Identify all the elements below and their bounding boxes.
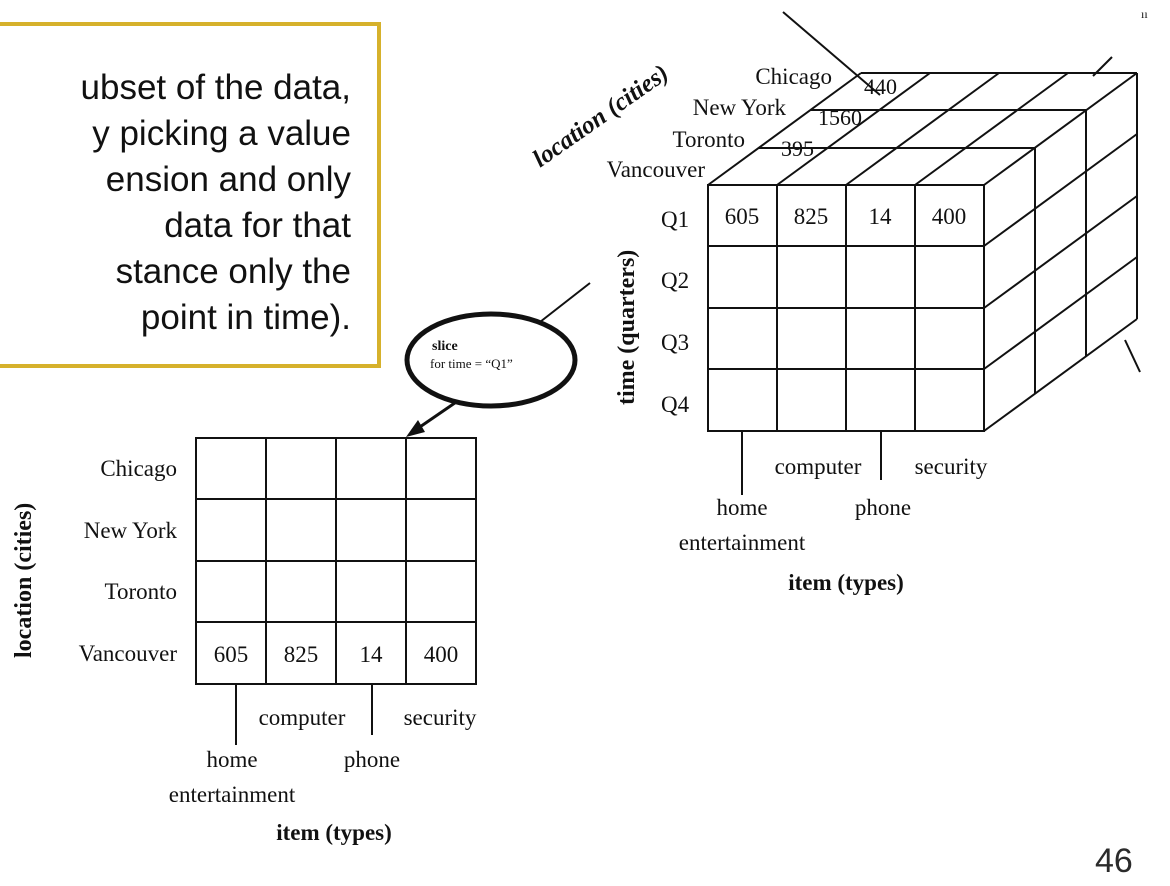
page-number: 46: [1095, 842, 1133, 880]
cube-item-entertainment: entertainment: [679, 530, 806, 555]
slice-table-grid: [195, 437, 477, 685]
slice-item-computer: computer: [259, 705, 346, 730]
slice-item-entertainment: entertainment: [169, 782, 296, 807]
slice-row-newyork: New York: [84, 518, 178, 543]
slice-location-axis-label: location (cities): [11, 503, 37, 658]
slice-bubble-condition: for time = “Q1”: [430, 356, 513, 371]
callout-line-5: stance only the: [115, 252, 351, 291]
explanation-callout: ubset of the data, y picking a value ens…: [0, 22, 381, 368]
callout-line-1: ubset of the data,: [80, 68, 351, 107]
cube-quarter-q2: Q2: [661, 268, 689, 293]
cube-item-security: security: [915, 454, 988, 479]
slice-cell-vancouver-phone: 14: [360, 642, 384, 667]
cube-right-face: [983, 73, 1138, 432]
cube-cell-q1-security: 400: [932, 204, 967, 229]
cube-location-newyork: New York: [693, 95, 787, 120]
cube-cell-q1-phone: 14: [869, 204, 893, 229]
corner-mark: ıı: [1141, 7, 1148, 21]
slice-bubble-title: slice: [432, 339, 458, 354]
callout-line-3: ension and only: [105, 160, 351, 199]
cube-quarter-q4: Q4: [661, 392, 690, 417]
cube-item-home: home: [716, 495, 767, 520]
cube-value-toronto: 395: [781, 136, 814, 161]
cube-quarter-q1: Q1: [661, 207, 689, 232]
cube-value-chicago: 440: [864, 74, 897, 99]
slice-cell-vancouver-home: 605: [214, 642, 249, 667]
cube-location-vancouver: Vancouver: [607, 157, 706, 182]
cube-quarter-q3: Q3: [661, 330, 689, 355]
callout-line-4: data for that: [164, 206, 351, 245]
callout-line-2: y picking a value: [92, 114, 351, 153]
leader-line-right: [1124, 339, 1141, 373]
cube-item-axis-label: item (types): [788, 570, 904, 595]
slice-bubble: [404, 311, 578, 409]
slice-item-home: home: [206, 747, 257, 772]
slice-item-axis-label: item (types): [276, 820, 392, 845]
cube-location-toronto: Toronto: [673, 127, 746, 152]
cube-cell-q1-computer: 825: [794, 204, 829, 229]
callout-line-6: point in time).: [140, 298, 351, 337]
slice-row-vancouver: Vancouver: [79, 641, 178, 666]
slice-cell-vancouver-security: 400: [424, 642, 459, 667]
cube-location-chicago: Chicago: [755, 64, 832, 89]
slice-row-toronto: Toronto: [105, 579, 178, 604]
cube-item-phone: phone: [855, 495, 911, 520]
cube-time-axis-label: time (quarters): [614, 250, 640, 405]
leader-line-top: [782, 11, 881, 96]
slice-row-chicago: Chicago: [100, 456, 177, 481]
cube-value-newyork: 1560: [818, 105, 862, 130]
slice-cell-vancouver-computer: 825: [284, 642, 319, 667]
cube-item-computer: computer: [775, 454, 862, 479]
cube-location-axis-label: location (cities): [528, 60, 674, 173]
cube-location-axis: location (cities): [528, 60, 674, 173]
cube-cell-q1-home: 605: [725, 204, 760, 229]
arrowhead-icon: [406, 420, 425, 437]
slice-item-phone: phone: [344, 747, 400, 772]
slice-item-security: security: [404, 705, 477, 730]
bubble-connector: [539, 282, 591, 323]
cube-top-face: [707, 72, 1138, 186]
